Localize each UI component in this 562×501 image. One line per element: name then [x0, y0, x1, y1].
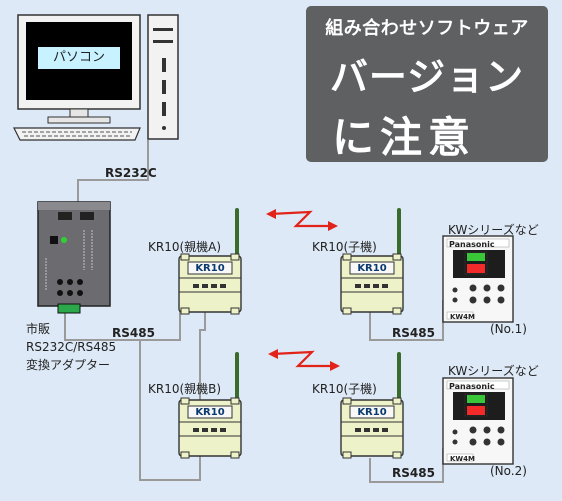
kr10-child-1-label: KR10(子機)	[312, 240, 377, 254]
radio-link-2	[268, 349, 340, 371]
rs485-label-a: RS485	[112, 326, 155, 340]
pc-screen-label: パソコン	[38, 47, 120, 69]
kr10-parent-a-label: KR10(親機A)	[148, 240, 222, 254]
kw-model-2: KW4M	[450, 455, 475, 463]
kr10-model-b: KR10	[195, 407, 225, 418]
rs485-cable-child2	[369, 448, 444, 483]
kw-series-label-1: KWシリーズなど	[448, 223, 539, 237]
kr10-model-a: KR10	[195, 263, 225, 274]
kw-number-1: (No.1)	[490, 322, 527, 336]
kr10-child-2-device	[339, 352, 405, 460]
kw-series-label-2: KWシリーズなど	[448, 364, 539, 378]
keyboard	[13, 127, 141, 141]
rs232c-cable	[77, 140, 149, 202]
banner-line-1: 組み合わせソフトウェア	[325, 18, 529, 39]
pc-monitor	[17, 14, 141, 124]
rs485-label-b: RS485	[392, 326, 435, 340]
kr10-model-c1: KR10	[357, 263, 387, 274]
kw-model-1: KW4M	[450, 313, 475, 321]
kr10-child-1-device	[339, 208, 405, 316]
kr10-child-2-label: KR10(子機)	[312, 382, 377, 396]
adapter-caption-1: 市販	[26, 322, 51, 336]
pc-tower	[147, 14, 179, 140]
kr10-parent-b-device	[177, 352, 243, 460]
kr10-parent-a-device	[177, 208, 243, 316]
kw-brand-2: Panasonic	[449, 382, 495, 391]
rs232c-label: RS232C	[105, 166, 157, 180]
kw-brand-1: Panasonic	[449, 240, 495, 249]
kr10-parent-b-label: KR10(親機B)	[148, 382, 222, 396]
converter-adapter	[37, 201, 111, 314]
rs485-label-c: RS485	[392, 466, 435, 480]
banner-line-3: に注意	[332, 113, 477, 162]
rs485-cable-adapter	[64, 300, 181, 341]
adapter-caption-3: 変換アダプター	[26, 358, 111, 372]
warning-banner: 組み合わせソフトウェア バージョン に注意	[306, 6, 548, 162]
banner-line-2: バージョン	[329, 55, 525, 99]
adapter-caption-2: RS232C/RS485	[26, 340, 117, 354]
radio-link-1	[266, 209, 338, 231]
kw-number-2: (No.2)	[490, 464, 527, 478]
kr10-model-c2: KR10	[357, 407, 387, 418]
